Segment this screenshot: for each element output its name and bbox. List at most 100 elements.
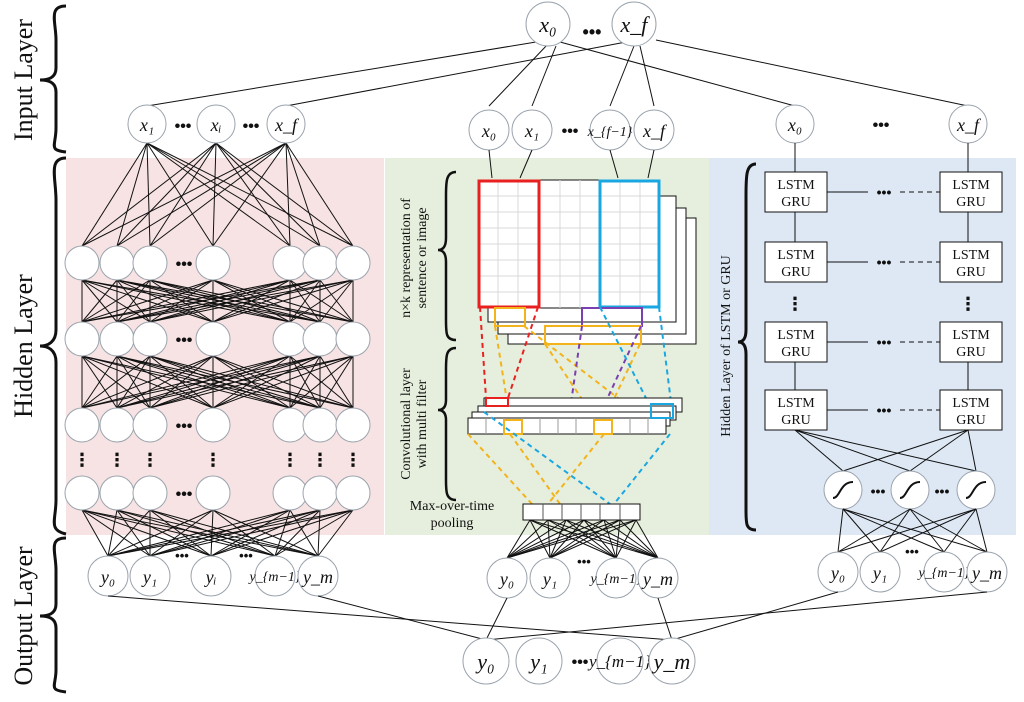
lstm-gru-cell [764,241,828,283]
svg-text:•••: ••• [935,483,950,499]
svg-text:x_f: x_f [642,121,668,141]
dnn-edge [81,355,321,409]
dnn-edge [212,279,321,323]
svg-text:x₀: x₀ [481,121,496,141]
dnn-edge [116,279,214,323]
rnn-edge [967,429,977,472]
svg-text:y_{m−1}: y_{m−1} [248,570,301,585]
rnn-ellipsis: ••• [877,254,892,270]
dnn-hidden-node [272,245,308,281]
dnn-edge [285,142,354,247]
dnn-edges [81,142,354,557]
svg-text:x_f: x_f [956,115,982,135]
dnn-edge [289,509,319,557]
rnn-edge [794,429,977,472]
hidden-layer-brace [39,156,67,536]
lstm-gru-cell [764,321,828,363]
pooling-label-line1: Max-over-time [410,499,494,514]
cnn-edge [547,519,551,559]
input-layer-label: Input Layer [9,19,38,141]
dnn-edge [116,142,217,247]
cell-label-lstm: LSTM [952,178,990,193]
dnn-edge [289,279,354,323]
conv-label-line2: with multi filter [415,379,430,468]
cell-label-gru: GRU [781,265,811,280]
rnn-edge [879,508,977,553]
dnn-vertical-ellipsis: ⋮ [141,450,159,470]
rnn-hidden-label: Hidden Layer of LSTM or GRU [719,255,734,437]
svg-text:y₁: y₁ [141,567,157,587]
dnn-edge [81,509,212,557]
dnn-edge [285,142,291,247]
pooling-label-line2: pooling [431,516,474,531]
rnn-edge [837,508,844,553]
dnn-edge [210,509,354,557]
dnn-edge [149,509,321,557]
cnn-edge [506,519,549,559]
dnn-edge [149,142,287,247]
convolutional-feature-maps [467,397,683,435]
cell-label-lstm: LSTM [777,248,815,263]
cnn-edge [549,519,605,559]
dnn-edge [116,279,321,323]
dnn-edge [212,279,354,323]
svg-text:y_{m−1}: y_{m−1} [587,652,651,671]
svg-text:xᵢ: xᵢ [210,115,222,135]
dnn-edge [81,355,214,409]
dnn-edge [212,142,287,247]
dnn-hidden-node [335,245,371,281]
rnn-edge [909,429,969,472]
dnn-hidden-node [99,475,135,511]
dnn-edge [319,279,354,323]
dnn-edge [81,279,151,323]
dnn-vertical-ellipsis: ⋮ [281,450,299,470]
dnn-edge [149,279,214,323]
cell-label-lstm: LSTM [777,396,815,411]
dnn-edge [149,509,212,557]
svg-text:x₀: x₀ [787,115,802,135]
cnn-output-nodes: y₀ y₁ ••• y_{m−1} y_m [486,554,679,599]
cell-label-gru: GRU [956,265,986,280]
svg-text:y_m: y_m [970,563,1002,583]
dnn-edge [81,279,321,323]
dnn-hidden-node [132,407,168,443]
dnn-edge [149,279,354,323]
dnn-edge [289,355,354,409]
sigmoid-curve-icon [832,481,854,499]
rnn-vertical-ellipsis: ⋮ [786,294,804,314]
rnn-output-nodes: y₀ y₁ ••• y_{m−1} y_m [817,544,1008,593]
svg-text:•••: ••• [583,22,602,42]
dnn-edge [215,142,291,247]
rnn-edge [879,508,911,553]
dnn-hidden-node [132,245,168,281]
dnn-nodes: ••••••••••••⋮⋮⋮⋮⋮⋮⋮ [64,245,371,511]
dnn-edge [116,355,291,409]
dnn-edge [149,509,354,557]
dnn-hidden-node [132,321,168,357]
dnn-edge [149,509,291,557]
output-layer-brace [39,536,67,694]
dnn-edge [149,355,354,409]
dnn-vertical-ellipsis: ⋮ [344,450,362,470]
rnn-edge [842,508,881,553]
svg-text:x₀: x₀ [538,12,556,37]
cell-label-lstm: LSTM [952,248,990,263]
dnn-hidden-node [64,407,100,443]
dnn-edge [81,142,148,247]
dnn-edge [210,509,321,557]
cnn-edge [603,519,617,559]
rnn-activation-edges [794,429,977,472]
dnn-hidden-node [335,407,371,443]
dnn-vertical-ellipsis: ⋮ [204,450,222,470]
svg-text:•••: ••• [239,548,253,563]
dnn-edge [149,355,214,409]
svg-text:x₁: x₁ [139,115,154,135]
dnn-edge [81,355,118,409]
repr-label-line1: n×k representation of [399,198,414,318]
dnn-hidden-node [99,321,135,357]
rnn-edge [842,508,945,553]
rnn-edge [794,429,911,472]
cnn-edge [506,519,621,559]
dnn-edge [81,509,109,557]
